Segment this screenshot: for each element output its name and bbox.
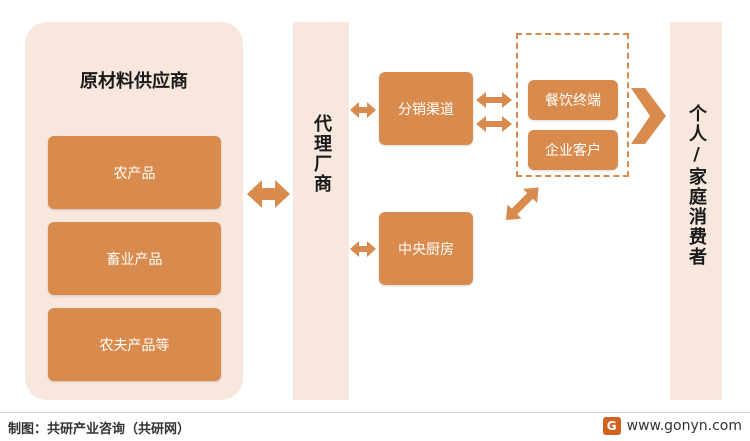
- central-kitchen-box: 中央厨房: [379, 212, 473, 285]
- double-arrow-supplier-agent: [247, 180, 290, 208]
- footer-source: 制图：共研产业咨询（共研网）: [8, 422, 191, 437]
- terminal-group: [516, 33, 629, 177]
- supplier-item-agricultural: 农产品: [48, 136, 221, 209]
- enterprise-client-box: 企业客户: [528, 130, 618, 170]
- gonyn-logo-icon: G: [602, 417, 621, 435]
- agent-label: 代理厂商: [311, 114, 332, 194]
- supplier-title: 原材料供应商: [80, 71, 188, 92]
- consumer-label: 个人/家庭消费者: [686, 104, 707, 267]
- double-arrow-distribution-catering: [476, 92, 512, 108]
- consumer-bar: 个人/家庭消费者: [670, 22, 722, 400]
- footer-website-group: G www.gonyn.com: [602, 417, 742, 435]
- double-arrow-agent-kitchen: [350, 241, 376, 257]
- footer-divider: [0, 412, 750, 413]
- supplier-item-livestock: 畜业产品: [48, 222, 221, 295]
- double-arrow-agent-distribution: [350, 102, 376, 118]
- diagonal-arrow-kitchen-terminals: [506, 187, 539, 220]
- supplier-item-farmer: 农夫产品等: [48, 308, 221, 381]
- footer-website[interactable]: www.gonyn.com: [626, 418, 742, 434]
- distribution-channel-box: 分销渠道: [379, 72, 473, 145]
- double-arrow-distribution-enterprise: [476, 116, 512, 132]
- catering-terminal-box: 餐饮终端: [528, 80, 618, 120]
- chevron-arrow-to-consumer: [631, 88, 666, 144]
- agent-bar: 代理厂商: [293, 22, 349, 400]
